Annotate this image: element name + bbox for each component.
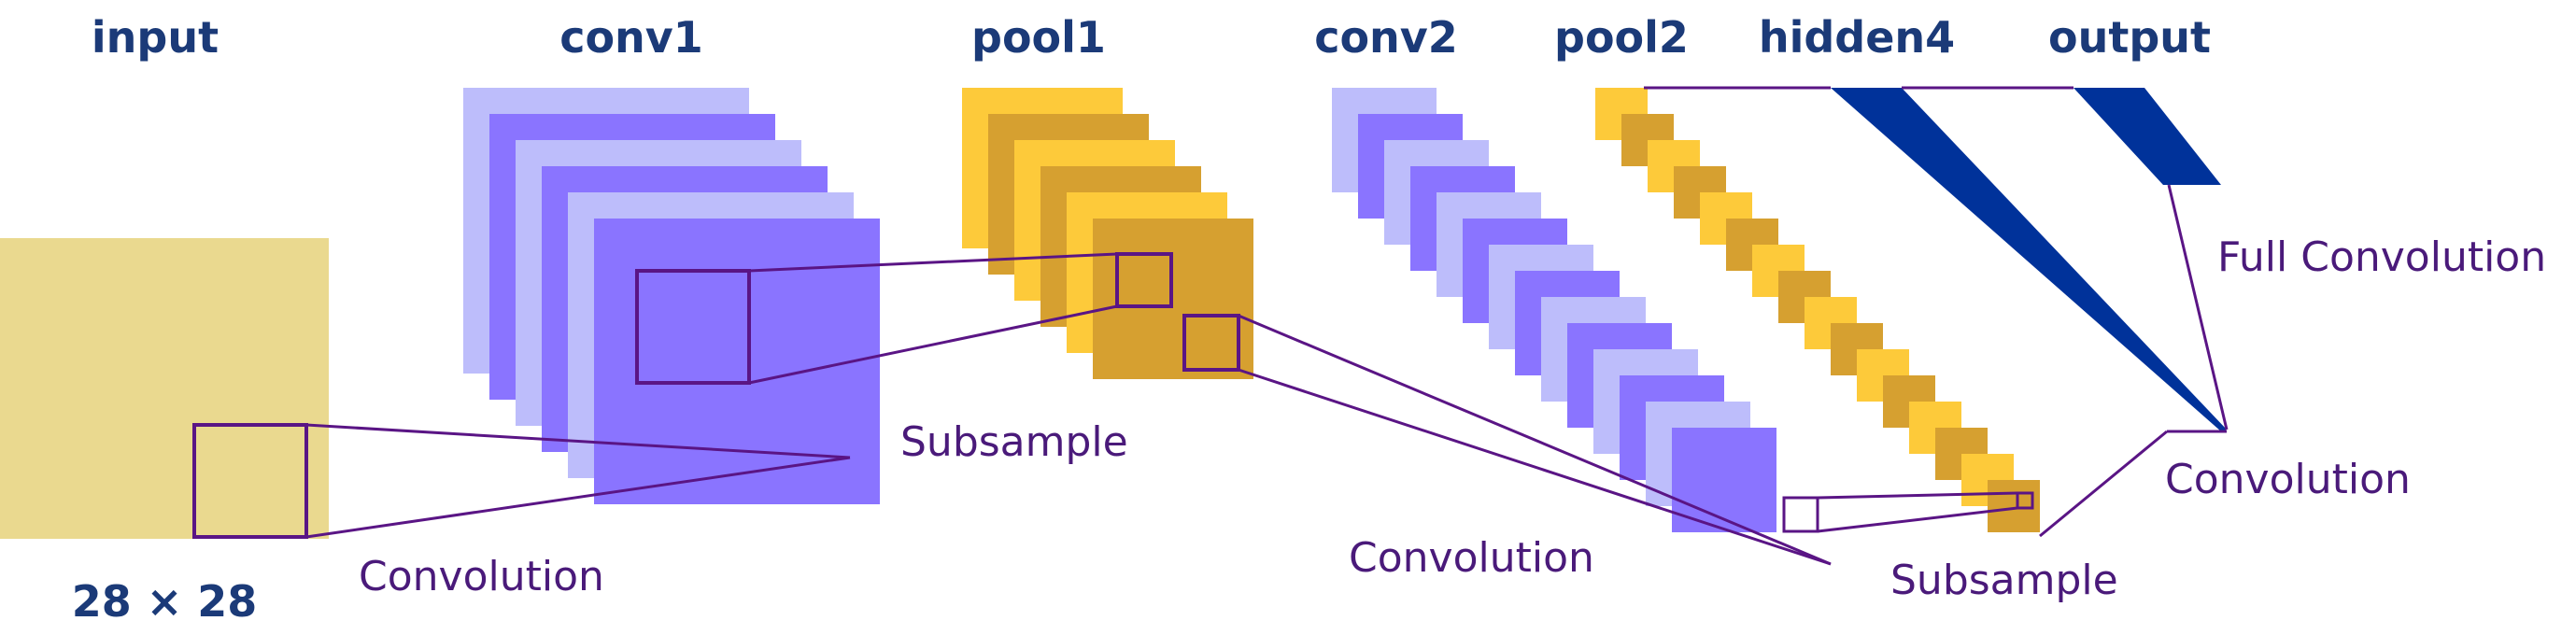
pool1-feature-maps — [962, 88, 1253, 379]
connector-input-conv1-bottom — [305, 456, 851, 539]
label-subsample-2: Subsample — [1890, 557, 2118, 604]
connector-conv2-pool2-top — [1817, 491, 2018, 500]
header-pool1: pool1 — [971, 12, 1106, 63]
header-conv2: conv2 — [1314, 12, 1458, 63]
input-receptive-field — [192, 423, 308, 539]
header-hidden4: hidden4 — [1759, 12, 1955, 63]
pool1-receptive-field-b — [1182, 314, 1240, 372]
pool2-receptive-field — [2016, 491, 2034, 510]
conv2-receptive-field — [1782, 496, 1819, 533]
conv2-feature-maps — [1332, 88, 1776, 532]
connector-pool2-hidden4-bottom — [2039, 430, 2168, 538]
connector-pool1-conv2-top — [1238, 314, 1832, 566]
conv2-map-14 — [1672, 428, 1776, 532]
header-input: input — [92, 12, 219, 63]
conv1-receptive-field — [635, 269, 751, 385]
connector-full-convolution — [2167, 184, 2229, 430]
conv1-feature-maps — [463, 88, 880, 504]
label-convolution-2: Convolution — [1349, 534, 1594, 582]
label-subsample-1: Subsample — [900, 418, 1128, 466]
label-convolution-3: Convolution — [2165, 456, 2411, 503]
label-full-convolution: Full Convolution — [2217, 233, 2546, 281]
input-image — [0, 238, 329, 539]
label-convolution-1: Convolution — [359, 553, 604, 600]
header-pool2: pool2 — [1554, 12, 1689, 63]
connector-conv2-pool2-bottom — [1817, 506, 2018, 533]
pool1-receptive-field-a — [1115, 252, 1173, 308]
connector-conv1-pool1-bottom — [748, 304, 1118, 385]
hidden4-layer — [1831, 88, 2227, 431]
connection-lines — [305, 86, 2229, 566]
header-output: output — [2048, 12, 2211, 63]
connector-pool1-conv2-bottom — [1238, 368, 1832, 566]
connector-conv1-pool1-top — [748, 252, 1118, 273]
header-conv1: conv1 — [559, 12, 703, 63]
input-size-label: 28 × 28 — [72, 576, 258, 627]
input-layer — [0, 238, 329, 539]
output-layer — [2074, 88, 2221, 185]
pool2-feature-maps — [1595, 88, 2040, 532]
connector-input-conv1-top — [305, 423, 851, 459]
